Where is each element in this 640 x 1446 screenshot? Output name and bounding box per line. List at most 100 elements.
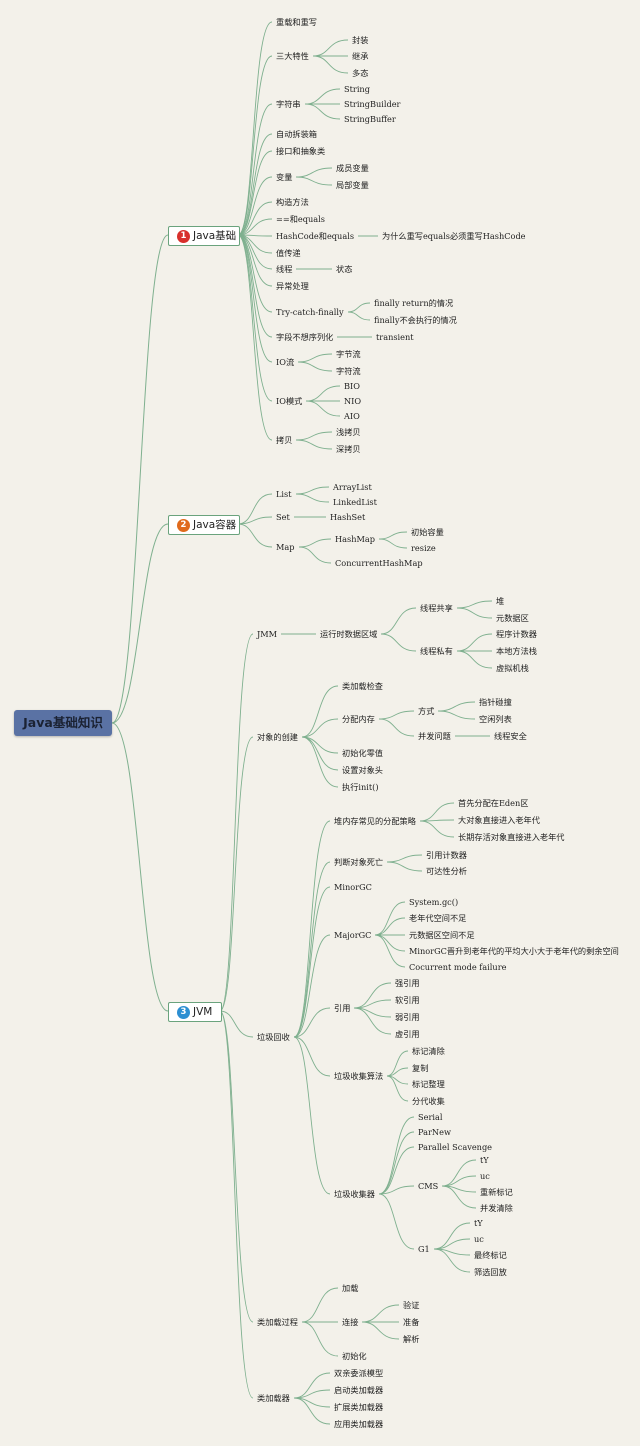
mindmap-node[interactable]: 垃圾回收 bbox=[257, 1032, 290, 1042]
mindmap-node[interactable]: 成员变量 bbox=[336, 163, 369, 173]
mindmap-node[interactable]: 初始化零值 bbox=[342, 748, 383, 758]
mindmap-node[interactable]: 启动类加载器 bbox=[334, 1385, 384, 1395]
mindmap-node[interactable]: 扩展类加载器 bbox=[334, 1402, 384, 1412]
mindmap-node[interactable]: 局部变量 bbox=[336, 180, 369, 190]
mindmap-node[interactable]: ParNew bbox=[418, 1127, 451, 1137]
mindmap-node[interactable]: 自动拆装箱 bbox=[276, 129, 317, 139]
mindmap-node[interactable]: BIO bbox=[344, 381, 360, 391]
mindmap-node[interactable]: 标记整理 bbox=[412, 1079, 445, 1089]
mindmap-node[interactable]: 连接 bbox=[342, 1317, 359, 1327]
mindmap-node[interactable]: StringBuilder bbox=[344, 99, 401, 109]
mindmap-node[interactable]: 接口和抽象类 bbox=[276, 146, 326, 156]
root-node[interactable]: Java基础知识 bbox=[14, 710, 112, 736]
mindmap-node[interactable]: HashSet bbox=[330, 512, 366, 522]
mindmap-node[interactable]: Map bbox=[276, 542, 295, 552]
mindmap-node[interactable]: IO流 bbox=[276, 357, 295, 367]
mindmap-node[interactable]: HashCode和equals bbox=[276, 231, 355, 241]
mindmap-node[interactable]: 分代收集 bbox=[412, 1096, 445, 1106]
mindmap-node[interactable]: ArrayList bbox=[333, 482, 372, 492]
mindmap-node[interactable]: 加载 bbox=[342, 1283, 359, 1293]
mindmap-node[interactable]: 指针碰撞 bbox=[479, 697, 512, 707]
mindmap-node[interactable]: 并发清除 bbox=[480, 1203, 513, 1213]
mindmap-node[interactable]: 继承 bbox=[352, 51, 369, 61]
mindmap-node[interactable]: 垃圾收集器 bbox=[334, 1189, 375, 1199]
mindmap-node[interactable]: 弱引用 bbox=[395, 1012, 420, 1022]
mindmap-node[interactable]: Serial bbox=[418, 1112, 443, 1122]
mindmap-node[interactable]: ==和equals bbox=[276, 214, 325, 224]
mindmap-node[interactable]: 分配内存 bbox=[342, 714, 375, 724]
mindmap-node[interactable]: 状态 bbox=[336, 264, 353, 274]
mindmap-node[interactable]: 字符流 bbox=[336, 366, 361, 376]
mindmap-node[interactable]: 异常处理 bbox=[276, 281, 309, 291]
mindmap-node[interactable]: tY bbox=[480, 1155, 489, 1165]
mindmap-node[interactable]: System.gc() bbox=[409, 897, 459, 907]
mindmap-node[interactable]: MajorGC bbox=[334, 930, 372, 940]
mindmap-node[interactable]: 可达性分析 bbox=[426, 866, 467, 876]
mindmap-node[interactable]: 应用类加载器 bbox=[334, 1419, 384, 1429]
mindmap-node[interactable]: Set bbox=[276, 512, 290, 522]
mindmap-node[interactable]: transient bbox=[376, 332, 414, 342]
mindmap-node[interactable]: 线程安全 bbox=[494, 731, 527, 741]
mindmap-node[interactable]: 字节流 bbox=[336, 349, 361, 359]
mindmap-node[interactable]: 准备 bbox=[403, 1317, 420, 1327]
mindmap-node[interactable]: 元数据区 bbox=[496, 613, 529, 623]
mindmap-node[interactable]: AIO bbox=[344, 411, 360, 421]
mindmap-node[interactable]: G1 bbox=[418, 1244, 430, 1254]
mindmap-node[interactable]: 多态 bbox=[352, 68, 369, 78]
mindmap-node[interactable]: MinorGC bbox=[334, 882, 372, 892]
mindmap-node[interactable]: IO模式 bbox=[276, 396, 303, 406]
mindmap-node[interactable]: 堆内存常见的分配策略 bbox=[334, 816, 416, 826]
mindmap-node[interactable]: 类加载检查 bbox=[342, 681, 383, 691]
mindmap-node[interactable]: 虚拟机栈 bbox=[496, 663, 529, 673]
mindmap-node[interactable]: 堆 bbox=[496, 596, 505, 606]
mindmap-node[interactable]: 首先分配在Eden区 bbox=[458, 798, 529, 808]
mindmap-node[interactable]: 封装 bbox=[352, 35, 369, 45]
mindmap-node[interactable]: 对象的创建 bbox=[257, 732, 298, 742]
mindmap-node[interactable]: NIO bbox=[344, 396, 362, 406]
mindmap-node[interactable]: 值传递 bbox=[276, 248, 301, 258]
mindmap-node[interactable]: 引用 bbox=[334, 1003, 351, 1013]
mindmap-node[interactable]: 初始容量 bbox=[411, 527, 444, 537]
mindmap-node[interactable]: 双亲委派模型 bbox=[334, 1368, 384, 1378]
mindmap-node[interactable]: 虚引用 bbox=[395, 1029, 420, 1039]
mindmap-node[interactable]: finally不会执行的情况 bbox=[374, 315, 457, 325]
mindmap-node[interactable]: JMM bbox=[257, 629, 278, 639]
mindmap-node[interactable]: StringBuffer bbox=[344, 114, 396, 124]
mindmap-node[interactable]: uc bbox=[480, 1171, 490, 1181]
mindmap-node[interactable]: 强引用 bbox=[395, 978, 420, 988]
mindmap-node[interactable]: CMS bbox=[418, 1181, 439, 1191]
mindmap-node[interactable]: 程序计数器 bbox=[496, 629, 537, 639]
mindmap-node[interactable]: 为什么重写equals必须重写HashCode bbox=[382, 231, 526, 241]
mindmap-node[interactable]: Try-catch-finally bbox=[276, 307, 344, 317]
mindmap-node[interactable]: 类加载过程 bbox=[257, 1317, 298, 1327]
mindmap-node[interactable]: resize bbox=[411, 543, 436, 553]
mindmap-node[interactable]: 重载和重写 bbox=[276, 17, 317, 27]
mindmap-node[interactable]: 运行时数据区域 bbox=[320, 629, 378, 639]
mindmap-node[interactable]: 复制 bbox=[412, 1063, 429, 1073]
mindmap-node[interactable]: 类加载器 bbox=[257, 1393, 290, 1403]
mindmap-node[interactable]: 空闲列表 bbox=[479, 714, 512, 724]
mindmap-node[interactable]: 元数据区空间不足 bbox=[409, 930, 475, 940]
mindmap-node[interactable]: 方式 bbox=[418, 706, 435, 716]
mindmap-node[interactable]: ConcurrentHashMap bbox=[335, 558, 423, 568]
mindmap-node[interactable]: 初始化 bbox=[342, 1351, 367, 1361]
mindmap-node[interactable]: 拷贝 bbox=[276, 435, 293, 445]
mindmap-node[interactable]: 筛选回放 bbox=[474, 1267, 507, 1277]
mindmap-node[interactable]: 线程私有 bbox=[420, 646, 453, 656]
mindmap-node[interactable]: 老年代空间不足 bbox=[409, 913, 467, 923]
mindmap-node[interactable]: 标记清除 bbox=[412, 1046, 445, 1056]
mindmap-node[interactable]: 字段不想序列化 bbox=[276, 332, 334, 342]
mindmap-node[interactable]: 深拷贝 bbox=[336, 444, 361, 454]
mindmap-node[interactable]: LinkedList bbox=[333, 497, 377, 507]
mindmap-node[interactable]: 浅拷贝 bbox=[336, 427, 361, 437]
mindmap-node[interactable]: 解析 bbox=[403, 1334, 420, 1344]
mindmap-node[interactable]: 引用计数器 bbox=[426, 850, 467, 860]
mindmap-node[interactable]: finally return的情况 bbox=[374, 298, 454, 308]
mindmap-node[interactable]: 本地方法栈 bbox=[496, 646, 537, 656]
mindmap-node[interactable]: HashMap bbox=[335, 534, 376, 544]
mindmap-node[interactable]: 字符串 bbox=[276, 99, 301, 109]
mindmap-node[interactable]: 大对象直接进入老年代 bbox=[458, 815, 540, 825]
mindmap-node[interactable]: Cocurrent mode failure bbox=[409, 962, 507, 972]
mindmap-node[interactable]: Parallel Scavenge bbox=[418, 1142, 493, 1152]
